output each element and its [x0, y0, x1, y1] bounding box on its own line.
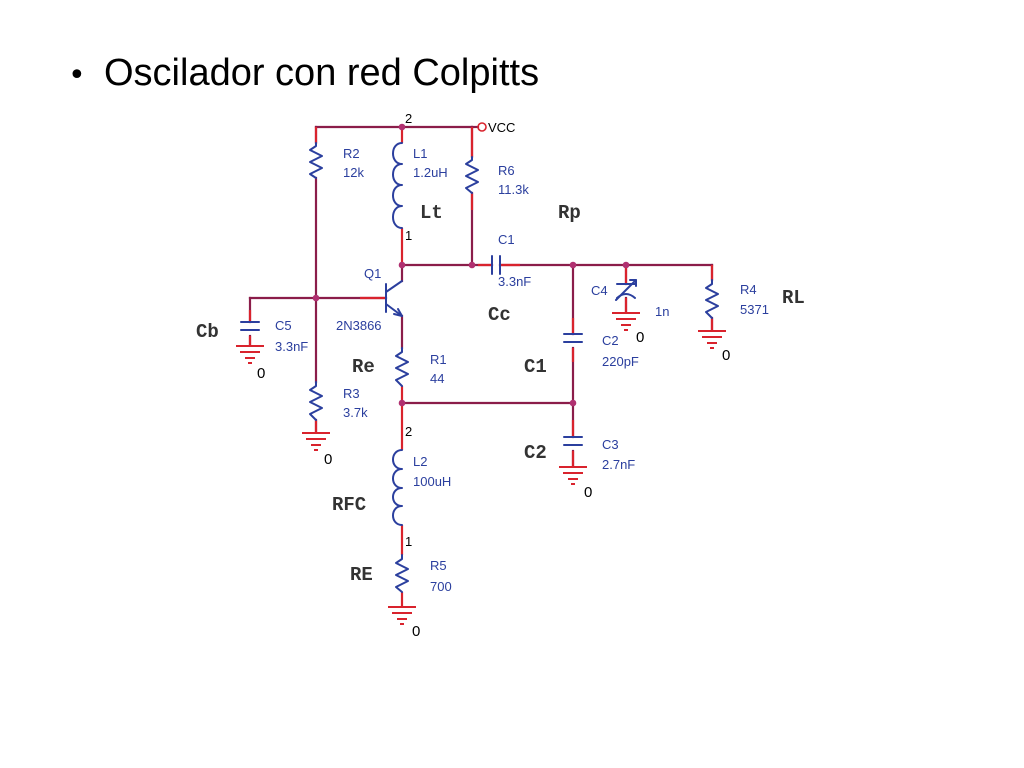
- annotation-rl: RL: [782, 287, 805, 309]
- wires: [248, 125, 714, 468]
- r4-resistor: [705, 279, 719, 319]
- vcc-terminal-icon: [477, 122, 487, 132]
- ground-c4-icon: [612, 312, 640, 331]
- c5-capacitor: [240, 321, 260, 331]
- l1-ref: L1: [413, 146, 427, 161]
- ground-r5-icon: [388, 606, 416, 625]
- c2-ref: C2: [602, 333, 619, 348]
- r1-ref: R1: [430, 352, 447, 367]
- l1-inductor: [392, 142, 403, 229]
- ground-r3-label: 0: [324, 451, 332, 468]
- ground-r3-icon: [302, 432, 330, 451]
- l2-ref: L2: [413, 454, 427, 469]
- r3-ref: R3: [343, 386, 360, 401]
- r5-ref: R5: [430, 558, 447, 573]
- c3-capacitor: [563, 436, 583, 446]
- q1-transistor: [385, 280, 403, 317]
- c5-value: 3.3nF: [275, 339, 308, 354]
- q1-value: 2N3866: [336, 318, 382, 333]
- annotation-re: Re: [352, 356, 375, 378]
- r2-resistor: [309, 142, 323, 179]
- r6-value: 11.3k: [498, 182, 529, 197]
- r3-resistor: [309, 381, 323, 421]
- l1-pin-1: 1: [405, 228, 412, 243]
- annotation-lt: Lt: [420, 202, 443, 224]
- ground-c5-label: 0: [257, 365, 265, 382]
- l2-inductor: [392, 449, 403, 526]
- r2-value: 12k: [343, 165, 364, 180]
- junctions: [312, 123, 630, 407]
- ground-r4-icon: [698, 330, 726, 349]
- c4-variable-capacitor: [615, 279, 637, 301]
- l2-pin-1: 1: [405, 534, 412, 549]
- r6-resistor: [465, 156, 479, 194]
- annotation-c1: C1: [524, 356, 547, 378]
- c1-value: 3.3nF: [498, 274, 531, 289]
- annotation-cb: Cb: [196, 321, 219, 343]
- annotation-c2: C2: [524, 442, 547, 464]
- annotation-re-big: RE: [350, 564, 373, 586]
- r5-value: 700: [430, 579, 452, 594]
- c5-ref: C5: [275, 318, 292, 333]
- r4-ref: R4: [740, 282, 757, 297]
- annotation-rfc: RFC: [332, 494, 366, 516]
- ground-r4-label: 0: [722, 347, 730, 364]
- c2-capacitor: [563, 333, 583, 343]
- c4-value: 1n: [655, 304, 669, 319]
- l2-value: 100uH: [413, 474, 451, 489]
- ground-r5-label: 0: [412, 623, 420, 640]
- l1-value: 1.2uH: [413, 165, 448, 180]
- ground-c5-icon: [236, 345, 264, 364]
- ground-c3-label: 0: [584, 484, 592, 501]
- r3-value: 3.7k: [343, 405, 368, 420]
- pins: [248, 127, 714, 606]
- c1-ref: C1: [498, 232, 515, 247]
- r2-ref: R2: [343, 146, 360, 161]
- r1-resistor: [395, 347, 409, 387]
- r6-ref: R6: [498, 163, 515, 178]
- c3-ref: C3: [602, 437, 619, 452]
- c1-capacitor: [491, 255, 501, 275]
- annotation-rp: Rp: [558, 202, 581, 224]
- bullet-item: • Oscilador con red Colpitts: [68, 52, 539, 95]
- vcc-label: VCC: [488, 120, 515, 135]
- q1-ref: Q1: [364, 266, 381, 281]
- r5-resistor: [395, 554, 409, 593]
- r1-value: 44: [430, 371, 444, 386]
- slide-title: Oscilador con red Colpitts: [104, 52, 540, 94]
- ground-c3-icon: [559, 466, 587, 485]
- c3-value: 2.7nF: [602, 457, 635, 472]
- l2-pin-2: 2: [405, 424, 412, 439]
- annotation-cc: Cc: [488, 304, 511, 326]
- l1-pin-2: 2: [405, 111, 412, 126]
- ground-c4-label: 0: [636, 329, 644, 346]
- c2-value: 220pF: [602, 354, 639, 369]
- c4-ref: C4: [591, 283, 608, 298]
- r4-value: 5371: [740, 302, 769, 317]
- bullet-dot: •: [68, 58, 86, 93]
